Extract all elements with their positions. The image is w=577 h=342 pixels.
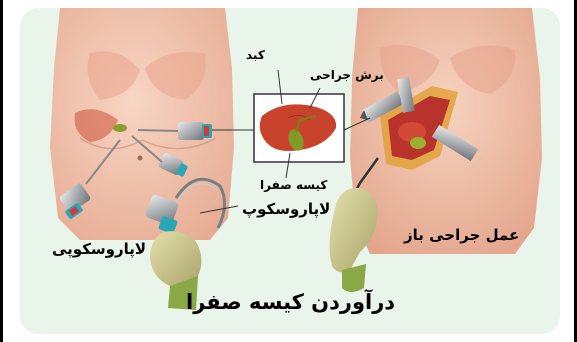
illustration-title: درآوردن کیسه صفرا [186,290,395,314]
surgery-illustration [20,8,560,334]
right-torso [330,8,542,292]
label-surgical-incision: برش جراحی [310,68,384,82]
label-gallbladder: کیسه صفرا [260,178,327,192]
label-open-surgery: عمل جراحی باز [404,226,519,244]
label-laparoscope: لاپاروسکوپ [242,200,330,218]
label-liver: کبد [246,48,265,62]
label-laparoscopy: لاپاروسکوپی [52,240,146,258]
illustration-panel: کبد برش جراحی کیسه صفرا لاپاروسکوپ عمل ج… [20,8,560,334]
